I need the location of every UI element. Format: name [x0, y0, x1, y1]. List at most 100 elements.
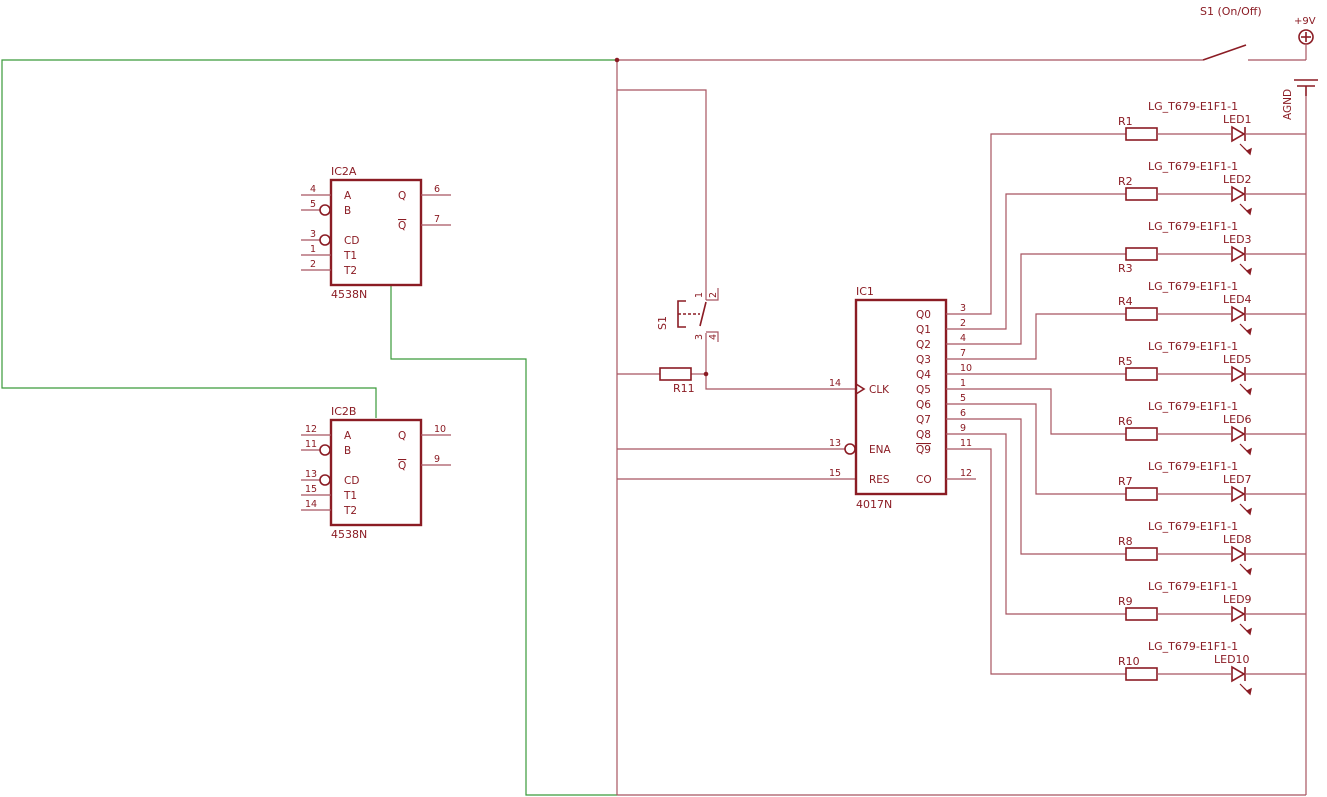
led-diode: [1231, 245, 1246, 263]
resistor-label: R3: [1118, 262, 1133, 275]
resistor: [1125, 127, 1158, 141]
ic2a-pin-label: T2: [343, 265, 357, 277]
resistor-label: R6: [1118, 415, 1133, 428]
ic2b-pin-num: 14: [305, 499, 317, 510]
led-name-label: LED9: [1223, 593, 1252, 606]
ic2b-pin-num: 10: [434, 424, 446, 435]
ic2b-pin-num: 9: [434, 454, 440, 465]
ic1-pin-label: Q8: [916, 429, 931, 441]
ic1-name: IC1: [856, 285, 874, 298]
resistor: [1125, 367, 1158, 381]
vcc-symbol: [1298, 29, 1314, 45]
ic2b-pin-num: 11: [305, 439, 317, 450]
junctions: [614, 57, 709, 377]
ic2b-pin-label: Q: [398, 430, 406, 442]
led-name-label: LED6: [1223, 413, 1252, 426]
resistor: [1125, 247, 1158, 261]
ic1-pin-label: ENA: [869, 444, 891, 456]
resistor: [1125, 187, 1158, 201]
ic2a-part: 4538N: [331, 288, 367, 301]
ic2a-pin-num: 6: [434, 184, 440, 195]
led-name-label: LED1: [1223, 113, 1252, 126]
resistor: [1125, 547, 1158, 561]
led-name-label: LED4: [1223, 293, 1252, 306]
ic1-pin-num: 2: [960, 318, 966, 329]
ic1-pin-num: 5: [960, 393, 966, 404]
power-switch-lever: [1202, 44, 1247, 61]
ic2b-pin-num: 15: [305, 484, 317, 495]
ic1-pin-label: RES: [869, 474, 890, 486]
ic2b-pin-num: 13: [305, 469, 317, 480]
led-array: R1LG_T679-E1F1-1LED1R2LG_T679-E1F1-1LED2…: [976, 100, 1306, 696]
led-part-label: LG_T679-E1F1-1: [1148, 340, 1238, 353]
ic1-pin-label: Q1: [916, 324, 931, 336]
led-diode: [1231, 605, 1246, 623]
ic2b-part: 4538N: [331, 528, 367, 541]
ic2a-pin-num: 3: [310, 229, 316, 240]
power-switch-label: S1 (On/Off): [1200, 5, 1262, 18]
ic2a-pin-label: Q: [398, 190, 406, 202]
ic2a-pin-num: 5: [310, 199, 316, 210]
agnd-label: AGND: [1282, 89, 1294, 120]
ic2b-pin-label: B: [344, 445, 351, 457]
s1-pin-2: 2: [708, 292, 719, 298]
led-name-label: LED3: [1223, 233, 1252, 246]
resistor-label: R2: [1118, 175, 1133, 188]
ic1-pin-label: CO: [916, 474, 932, 486]
resistor-label: R8: [1118, 535, 1133, 548]
ic1-pin-num: 13: [829, 438, 841, 449]
s1-pushbutton: S1 2 1 3 4: [656, 288, 719, 342]
ic1-pin-num: 15: [829, 468, 841, 479]
ic2b-chip: IC2B 4538N 12 11 13 15 14 A B CD T1 T2 1…: [301, 405, 451, 541]
s1-pin-3: 3: [694, 334, 705, 340]
ic1-pin-label: Q5: [916, 384, 931, 396]
led-diode: [1231, 185, 1246, 203]
ic1-pin-num: 9: [960, 423, 966, 434]
ic2a-pin-num: 7: [434, 214, 440, 225]
led-diode: [1231, 665, 1246, 683]
led-part-label: LG_T679-E1F1-1: [1148, 640, 1238, 653]
ic1-pin-num: 7: [960, 348, 966, 359]
s1-pin-4: 4: [708, 334, 719, 340]
led-diode: [1231, 485, 1246, 503]
led-part-label: LG_T679-E1F1-1: [1148, 580, 1238, 593]
led-diode: [1231, 545, 1246, 563]
ic1-chip: IC1 4017N 14 13 15 CLK ENA RES 3Q02Q14Q2…: [829, 285, 976, 511]
led-name-label: LED7: [1223, 473, 1252, 486]
ic2a-pin-label: B: [344, 205, 351, 217]
ic1-pin-num: 1: [960, 378, 966, 389]
led-diode: [1231, 125, 1246, 143]
ic1-pin-label: Q4: [916, 369, 931, 381]
resistor-label: R9: [1118, 595, 1133, 608]
r11-label: R11: [673, 382, 695, 395]
ic2b-pin-label: CD: [344, 475, 359, 487]
ic2b-pin-label: T2: [343, 505, 357, 517]
ic2a-pin-num: 2: [310, 259, 316, 270]
ic1-pin-label: CLK: [869, 384, 890, 396]
resistor: [1125, 427, 1158, 441]
ic1-pin-label: Q3: [916, 354, 931, 366]
ic1-pin-label: Q2: [916, 339, 931, 351]
resistor-label: R5: [1118, 355, 1133, 368]
led-part-label: LG_T679-E1F1-1: [1148, 280, 1238, 293]
ic2b-pin-label: A: [344, 430, 352, 442]
resistor-label: R10: [1118, 655, 1140, 668]
ic1-pin-num: 11: [960, 438, 972, 449]
s1-label: S1: [656, 316, 669, 330]
resistor-label: R4: [1118, 295, 1133, 308]
ic2a-pin-label: T1: [343, 250, 357, 262]
ic1-pin-num: 6: [960, 408, 966, 419]
r11-resistor: R11: [659, 367, 695, 395]
ic2a-name: IC2A: [331, 165, 357, 178]
